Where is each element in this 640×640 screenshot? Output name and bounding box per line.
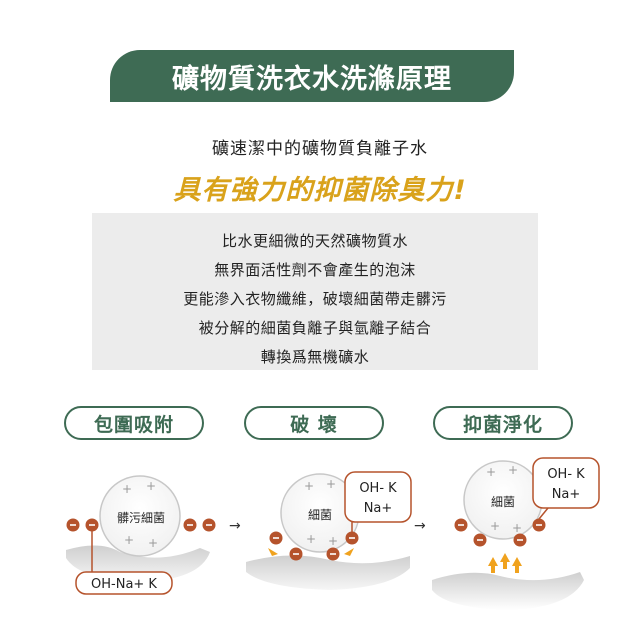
info-line: 無界面活性劑不會產生的泡沫	[214, 261, 416, 279]
svg-text:+: +	[486, 465, 496, 479]
stage-1-diagram: + + + + 髒污細菌 OH-Na+ K	[66, 475, 216, 595]
svg-text:+: +	[148, 536, 158, 550]
arrow-right-icon: →	[229, 518, 241, 534]
ion-callout	[344, 471, 412, 523]
svg-text:+: +	[328, 534, 338, 548]
particle-label: 細菌	[491, 495, 515, 509]
upward-arrow-icon	[488, 553, 522, 573]
stage-label-purify: 抑菌淨化	[433, 406, 573, 440]
svg-text:+: +	[124, 533, 134, 547]
svg-text:+: +	[306, 532, 316, 546]
page-title: 礦物質洗衣水洗滌原理	[172, 63, 452, 95]
svg-text:+: +	[146, 479, 156, 493]
svg-text:+: +	[512, 521, 522, 535]
svg-text:+: +	[490, 519, 500, 533]
process-diagram: + + + + 髒污細菌 OH-Na+ K → + + + + 細菌	[66, 457, 600, 610]
info-box: 比水更細微的天然礦物質水 無界面活性劑不會產生的泡沫 更能滲入衣物纖維，破壞細菌…	[92, 213, 538, 370]
water-surface	[432, 572, 584, 610]
ion-callout-text: OH- K	[359, 481, 397, 496]
particle-label: 細菌	[308, 508, 332, 522]
ion-callout	[532, 457, 600, 509]
info-line: 被分解的細菌負離子與氫離子結合	[198, 319, 432, 337]
title-banner: 礦物質洗衣水洗滌原理	[110, 50, 514, 102]
ion-callout-text: Na+	[364, 501, 393, 516]
ion-callout-text: OH- K	[547, 467, 585, 482]
info-line: 更能滲入衣物纖維，破壞細菌帶走髒污	[183, 290, 447, 308]
svg-text:+: +	[508, 463, 518, 477]
svg-text:+: +	[326, 477, 336, 491]
stage-label-destroy: 破 壞	[244, 406, 384, 440]
info-line: 比水更細微的天然礦物質水	[221, 232, 408, 250]
info-line: 轉換爲無機礦水	[260, 348, 370, 366]
particle-label: 髒污細菌	[117, 511, 165, 525]
stage-2-diagram: + + + + 細菌 OH- K Na+	[246, 471, 412, 590]
headline: 具有強力的抑菌除臭力!	[173, 175, 467, 206]
svg-text:+: +	[122, 482, 132, 496]
svg-text:+: +	[304, 479, 314, 493]
ion-callout-text: OH-Na+ K	[91, 577, 157, 592]
stage-3-diagram: + + + + 細菌 OH- K Na+	[432, 457, 600, 610]
breakdown-arrow-icon	[268, 548, 354, 556]
arrow-right-icon: →	[414, 518, 426, 534]
ion-callout	[75, 571, 173, 595]
subtitle: 礦速潔中的礦物質負離子水	[212, 139, 428, 159]
water-surface	[246, 555, 410, 590]
ion-callout-text: Na+	[552, 487, 581, 502]
stage-label-adsorb: 包圍吸附	[64, 406, 204, 440]
bacteria-particle	[99, 475, 181, 557]
